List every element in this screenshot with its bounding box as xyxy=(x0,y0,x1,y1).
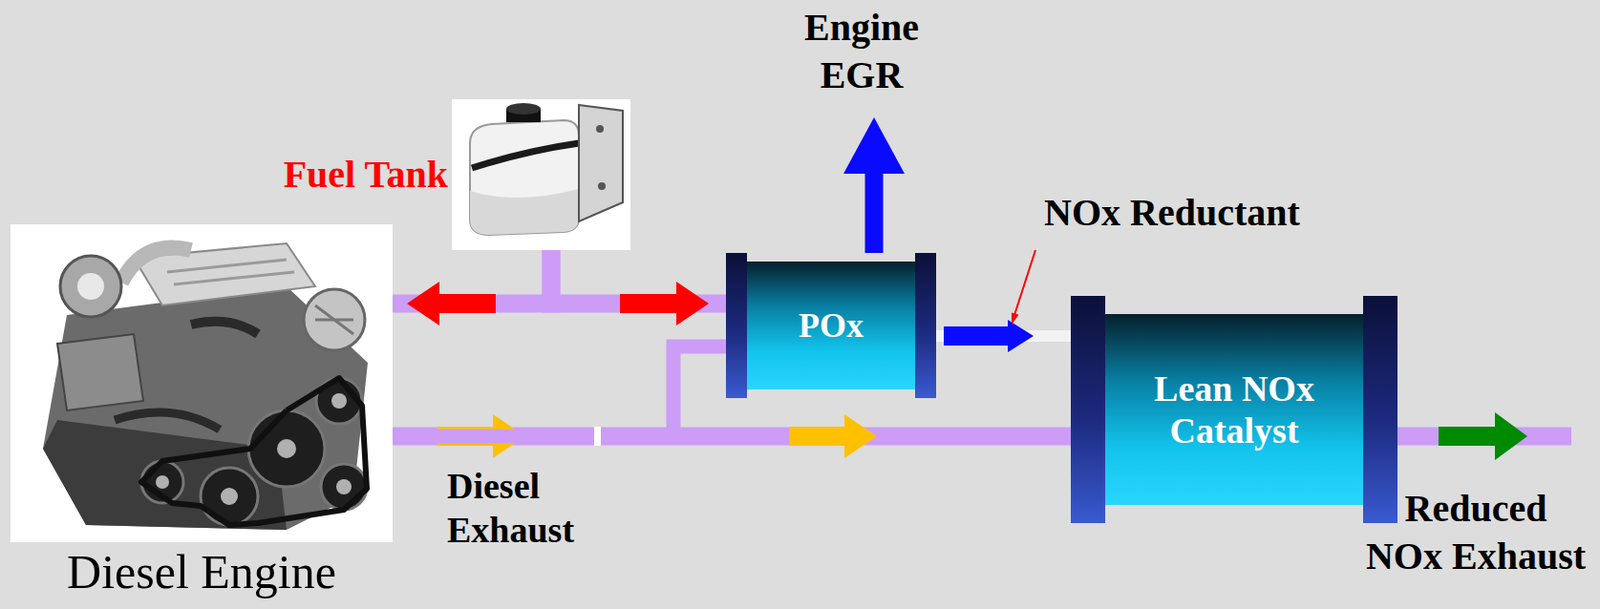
canister-flange xyxy=(725,253,747,399)
fuel-tank-illustration xyxy=(597,182,606,191)
leader-head xyxy=(1011,312,1020,325)
engine-illustration xyxy=(315,319,354,322)
engine-illustration xyxy=(114,412,220,430)
canister-flange xyxy=(1363,296,1398,524)
canister-flange xyxy=(1070,296,1106,524)
fuel-tank-illustration xyxy=(471,143,579,169)
leader-line xyxy=(1014,250,1036,316)
engine-illustration xyxy=(320,464,367,511)
engine-illustration xyxy=(141,378,367,526)
fuel-tank-illustration xyxy=(469,120,579,235)
reactor-name: POx xyxy=(798,304,864,347)
pipe-joint xyxy=(594,426,601,447)
engine-illustration xyxy=(303,289,365,351)
pipe-connector xyxy=(936,320,1071,353)
flow-arrow xyxy=(943,320,1034,353)
flow-arrow xyxy=(619,281,709,326)
canister-body xyxy=(746,261,916,390)
engine-illustration xyxy=(155,475,170,490)
canister-flange xyxy=(915,253,937,399)
engine-illustration xyxy=(10,224,393,543)
pipe-connector xyxy=(551,250,726,326)
edge-label: Diesel Exhaust xyxy=(447,464,610,553)
pipe-connector xyxy=(392,250,552,326)
fuel-tank-illustration xyxy=(451,99,631,251)
engine-illustration xyxy=(77,273,105,300)
engine-illustration xyxy=(200,468,258,526)
engine-illustration xyxy=(121,248,192,283)
egr-label: Engine EGR xyxy=(775,3,948,100)
reductant-label: NOx Reductant xyxy=(1044,189,1301,237)
engine-illustration xyxy=(248,410,325,488)
engine-illustration xyxy=(331,393,347,409)
canister-outline xyxy=(1070,296,1398,524)
engine-illustration xyxy=(191,321,258,335)
egr-arrow xyxy=(843,117,905,254)
fuel-tank-illustration xyxy=(596,125,604,133)
fuel-tank-illustration xyxy=(578,105,623,222)
catalyst-node: Lean NOx Catalyst xyxy=(1070,296,1398,524)
canister-body xyxy=(1105,314,1364,506)
engine-illustration xyxy=(173,272,295,285)
engine-illustration xyxy=(315,305,354,335)
engine-illustration xyxy=(167,259,287,273)
engine-illustration xyxy=(277,439,297,459)
engine-illustration xyxy=(10,224,393,543)
engine-illustration xyxy=(220,488,238,506)
pipe-connector xyxy=(392,346,726,437)
engine-illustration xyxy=(42,286,368,531)
engine-caption: Diesel Engine xyxy=(10,546,393,599)
engine-illustration xyxy=(57,334,144,411)
fuel-tank-illustration xyxy=(506,103,541,115)
flow-arrow xyxy=(406,281,496,326)
engine-illustration xyxy=(336,479,352,495)
engine-node: Diesel Engine xyxy=(10,224,393,543)
fuel-tank-illustration xyxy=(451,99,631,251)
catalyst-name: Lean NOx Catalyst xyxy=(1119,367,1349,452)
tank-node: Fuel Tank xyxy=(451,99,631,251)
pipe-line xyxy=(392,346,726,437)
fuel-tank-illustration xyxy=(469,189,579,235)
outflow-arrow xyxy=(1438,412,1528,461)
outlet-label: Reduced NOx Exhaust xyxy=(1332,485,1600,581)
tank-label: Fuel Tank xyxy=(283,153,448,196)
engine-illustration xyxy=(60,256,122,318)
reactor-node: POx xyxy=(725,253,937,399)
flow-arrow xyxy=(789,414,877,459)
